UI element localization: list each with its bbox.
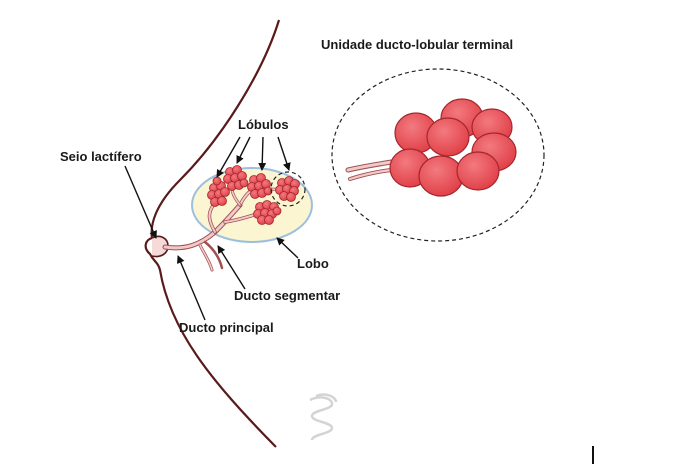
arrow-seio (124, 165, 157, 239)
arrow-ducto-segmentar (217, 245, 246, 290)
lobule-4 (253, 200, 282, 225)
arrow-lobulos-4 (277, 136, 291, 171)
text-cursor (592, 446, 594, 464)
lobule-3 (247, 173, 273, 199)
label-lobulos: Lóbulos (238, 117, 289, 132)
breast-outline (144, 19, 281, 448)
lobule-1 (207, 176, 230, 207)
spiral-logo-icon (309, 393, 338, 441)
lobule-clusters (207, 165, 300, 225)
lobule-highlight-ring (270, 171, 306, 207)
pointer-arrows (124, 136, 299, 321)
label-lobo: Lobo (297, 256, 329, 271)
arrow-lobulos-3 (258, 136, 267, 171)
label-seio-lactifero: Seio lactífero (60, 149, 142, 164)
arrow-ducto-principal (177, 255, 206, 321)
lobule-5 (275, 176, 300, 202)
label-ducto-principal: Ducto principal (179, 320, 274, 335)
lobule-2 (223, 165, 249, 191)
arrow-lobulos-1 (216, 136, 241, 178)
tdlu-magnified-ring (331, 68, 545, 242)
arrow-lobulos-2 (236, 136, 251, 164)
tdlu-acini (389, 98, 517, 197)
diagram-title: Unidade ducto-lobular terminal (321, 37, 514, 52)
label-ducto-segmentar: Ducto segmentar (234, 288, 341, 303)
arrow-lobo (276, 237, 299, 259)
